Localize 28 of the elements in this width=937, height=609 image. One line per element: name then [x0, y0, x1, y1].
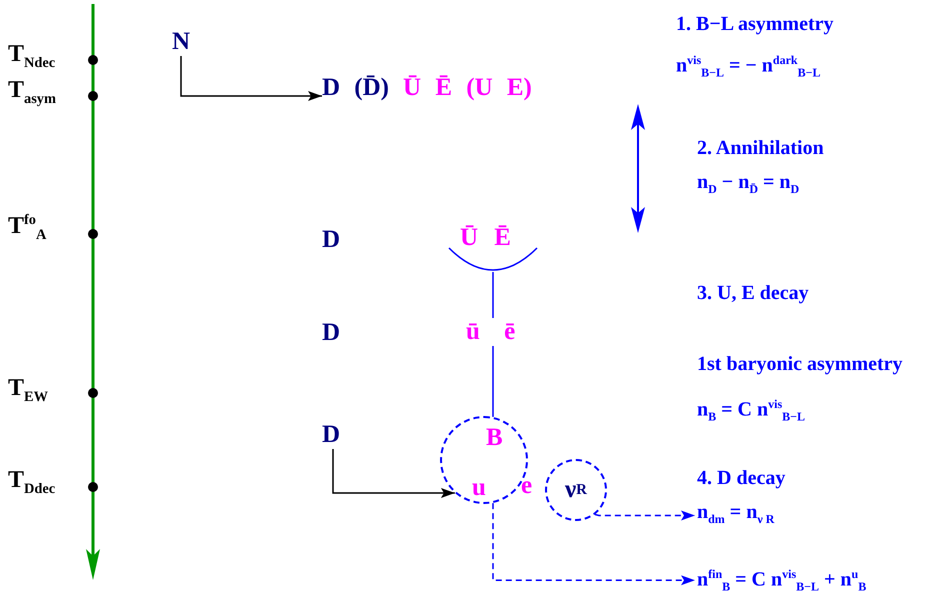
particle-symbol: D [322, 421, 340, 449]
particle-symbol: e [521, 472, 532, 500]
step-heading: 1st baryonic asymmetry [697, 352, 903, 376]
temperature-label: T$_{EW}$ [8, 374, 48, 407]
particle-symbol: u [472, 474, 486, 502]
arrow [332, 449, 455, 498]
particle-symbol: ū ē [466, 318, 516, 346]
step-heading: 3. U, E decay [697, 281, 809, 305]
step-heading: 4. D decay [697, 466, 786, 490]
temperature-label: T$_{Ndec}$ [8, 40, 56, 73]
equation: n$_{dm}$ = n$_{ν R}$ [697, 500, 774, 531]
connector-line [492, 346, 494, 417]
particle-symbol: D [322, 226, 340, 254]
dashed-arrow [492, 503, 695, 586]
temperature-label: T$_{asym}$ [8, 76, 56, 109]
step-heading: 2. Annihilation [697, 136, 824, 160]
equation: n$_{D}$ − n$_{D̄}$ = n$_{D}$ [697, 170, 800, 198]
step-heading: 1. B−L asymmetry [676, 12, 834, 36]
particle-symbol: D (D̄) [322, 74, 390, 101]
particle-symbol: D [322, 319, 340, 347]
particle-symbol: Ū Ē [460, 224, 511, 252]
connector-line [492, 272, 494, 318]
arrow [180, 56, 322, 101]
particle-symbol: N [172, 28, 190, 56]
particle-symbol: B [486, 424, 503, 452]
dashed-arrow [594, 510, 695, 520]
temperature-label: T$_{Ddec}$ [8, 466, 56, 499]
particle-symbol: Ū Ē (U E) [403, 74, 532, 101]
